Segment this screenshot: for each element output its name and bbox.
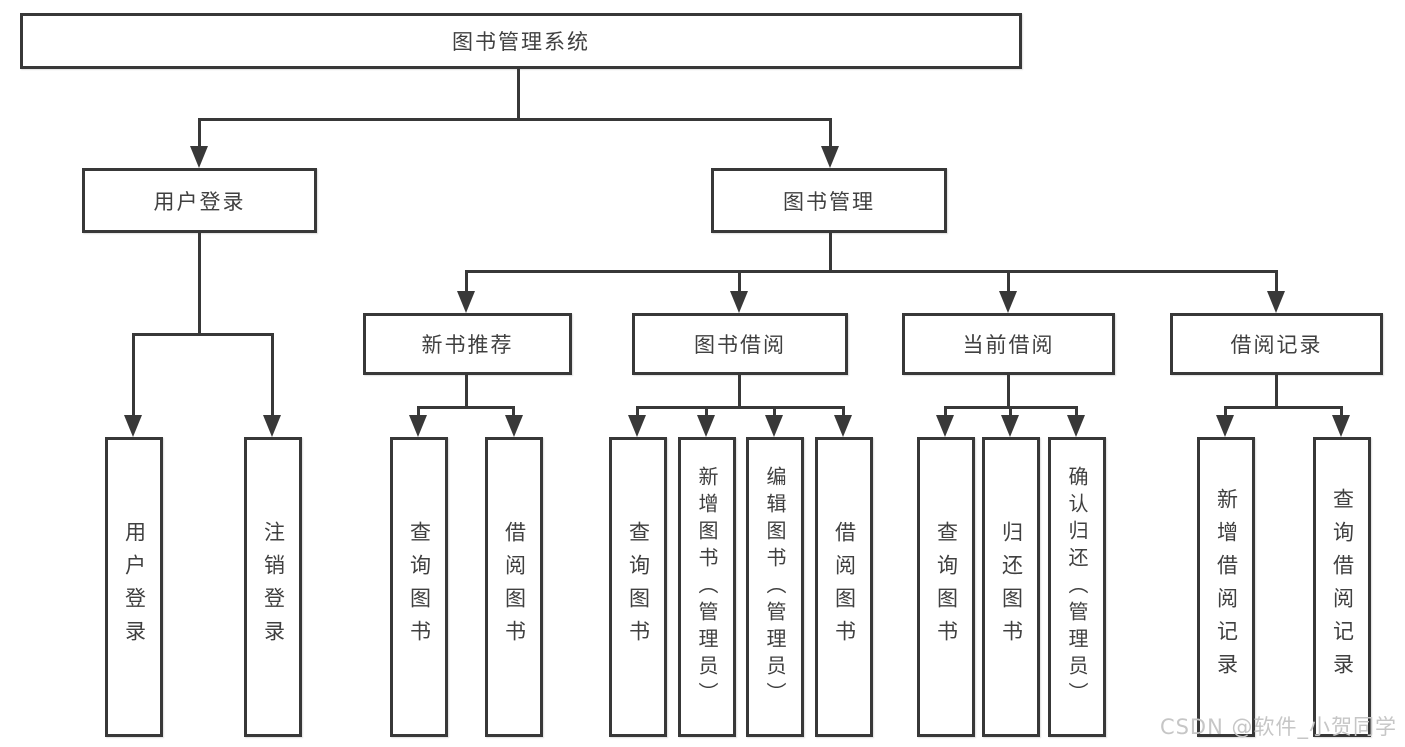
connector-arrowhead xyxy=(936,415,954,437)
connector-line xyxy=(198,118,201,148)
connector-line xyxy=(465,375,468,408)
connector-line xyxy=(636,406,845,409)
connector-line xyxy=(512,406,515,417)
connector-arrowhead xyxy=(1216,415,1234,437)
node-new-book-recommend: 新书推荐 xyxy=(363,313,572,375)
connector-arrowhead xyxy=(1001,415,1019,437)
leaf-borrowing-borrow-books-label: 借阅图书 xyxy=(832,521,857,653)
connector-line xyxy=(1007,270,1010,293)
leaf-logout-label: 注销登录 xyxy=(261,521,286,653)
connector-line xyxy=(1007,375,1010,408)
node-borrow-records-label: 借阅记录 xyxy=(1230,333,1323,357)
node-user-login: 用户登录 xyxy=(82,168,317,233)
connector-arrowhead xyxy=(697,415,715,437)
connector-line xyxy=(1075,406,1078,417)
leaf-query-borrow-record: 查询借阅记录 xyxy=(1313,437,1371,737)
connector-line xyxy=(1275,375,1278,408)
connector-arrowhead xyxy=(409,415,427,437)
node-book-borrowing-label: 图书借阅 xyxy=(694,333,786,357)
leaf-newbook-query-books: 查询图书 xyxy=(390,437,448,737)
connector-line xyxy=(271,333,274,417)
leaf-add-borrow-record: 新增借阅记录 xyxy=(1197,437,1255,737)
leaf-return-books: 归还图书 xyxy=(982,437,1040,737)
connector-line xyxy=(1224,406,1227,417)
leaf-newbook-query-books-label: 查询图书 xyxy=(407,521,432,653)
node-new-book-recommend-label: 新书推荐 xyxy=(421,333,514,357)
connector-line xyxy=(1224,406,1343,409)
connector-arrowhead xyxy=(765,415,783,437)
node-book-management-label: 图书管理 xyxy=(783,189,875,214)
connector-line xyxy=(705,406,708,417)
leaf-user-login-label: 用户登录 xyxy=(122,521,147,653)
connector-line xyxy=(944,406,947,417)
leaf-query-borrow-record-label: 查询借阅记录 xyxy=(1330,488,1355,686)
connector-line xyxy=(738,375,741,408)
leaf-current-query-books-label: 查询图书 xyxy=(934,521,959,653)
connector-arrowhead xyxy=(999,291,1017,313)
csdn-watermark: CSDN @软件_小贺同学 xyxy=(1159,715,1397,739)
connector-line xyxy=(417,406,420,417)
connector-line xyxy=(1275,270,1278,293)
connector-line xyxy=(132,333,274,336)
leaf-edit-book-admin-label: 编辑图书（管理员） xyxy=(763,465,787,709)
connector-line xyxy=(829,118,832,148)
leaf-add-borrow-record-label: 新增借阅记录 xyxy=(1214,488,1239,686)
leaf-add-book-admin: 新增图书（管理员） xyxy=(678,437,736,737)
leaf-newbook-borrow-books: 借阅图书 xyxy=(485,437,543,737)
connector-line xyxy=(636,406,639,417)
connector-arrowhead xyxy=(1267,291,1285,313)
connector-arrowhead xyxy=(1067,415,1085,437)
connector-line xyxy=(198,118,832,121)
leaf-confirm-return-admin: 确认归还（管理员） xyxy=(1048,437,1106,737)
connector-arrowhead xyxy=(821,146,839,168)
connector-line xyxy=(198,233,201,335)
connector-arrowhead xyxy=(124,415,142,437)
connector-line xyxy=(517,69,520,120)
leaf-logout: 注销登录 xyxy=(244,437,302,737)
leaf-newbook-borrow-books-label: 借阅图书 xyxy=(502,521,527,653)
connector-arrowhead xyxy=(263,415,281,437)
root-node-library-system: 图书管理系统 xyxy=(20,13,1022,69)
node-book-management: 图书管理 xyxy=(711,168,947,233)
leaf-borrowing-borrow-books: 借阅图书 xyxy=(815,437,873,737)
connector-line xyxy=(829,233,832,273)
connector-arrowhead xyxy=(190,146,208,168)
connector-arrowhead xyxy=(1332,415,1350,437)
connector-arrowhead xyxy=(834,415,852,437)
connector-line xyxy=(738,270,741,293)
leaf-add-book-admin-label: 新增图书（管理员） xyxy=(695,465,719,709)
connector-line xyxy=(1340,406,1343,417)
leaf-return-books-label: 归还图书 xyxy=(999,521,1024,653)
leaf-confirm-return-admin-label: 确认归还（管理员） xyxy=(1065,465,1089,709)
leaf-user-login: 用户登录 xyxy=(105,437,163,737)
leaf-edit-book-admin: 编辑图书（管理员） xyxy=(746,437,804,737)
node-current-borrowing: 当前借阅 xyxy=(902,313,1115,375)
connector-line xyxy=(842,406,845,417)
connector-line xyxy=(773,406,776,417)
node-current-borrowing-label: 当前借阅 xyxy=(962,333,1055,357)
leaf-current-query-books: 查询图书 xyxy=(917,437,975,737)
connector-line xyxy=(465,270,468,293)
node-user-login-label: 用户登录 xyxy=(153,189,246,214)
connector-arrowhead xyxy=(505,415,523,437)
root-node-label: 图书管理系统 xyxy=(452,30,590,54)
node-borrow-records: 借阅记录 xyxy=(1170,313,1383,375)
connector-arrowhead xyxy=(730,291,748,313)
leaf-borrowing-query-books: 查询图书 xyxy=(609,437,667,737)
connector-line xyxy=(465,270,1278,273)
connector-line xyxy=(1009,406,1012,417)
connector-arrowhead xyxy=(628,415,646,437)
connector-line xyxy=(417,406,515,409)
connector-line xyxy=(132,333,135,417)
leaf-borrowing-query-books-label: 查询图书 xyxy=(626,521,651,653)
node-book-borrowing: 图书借阅 xyxy=(632,313,848,375)
connector-arrowhead xyxy=(457,291,475,313)
